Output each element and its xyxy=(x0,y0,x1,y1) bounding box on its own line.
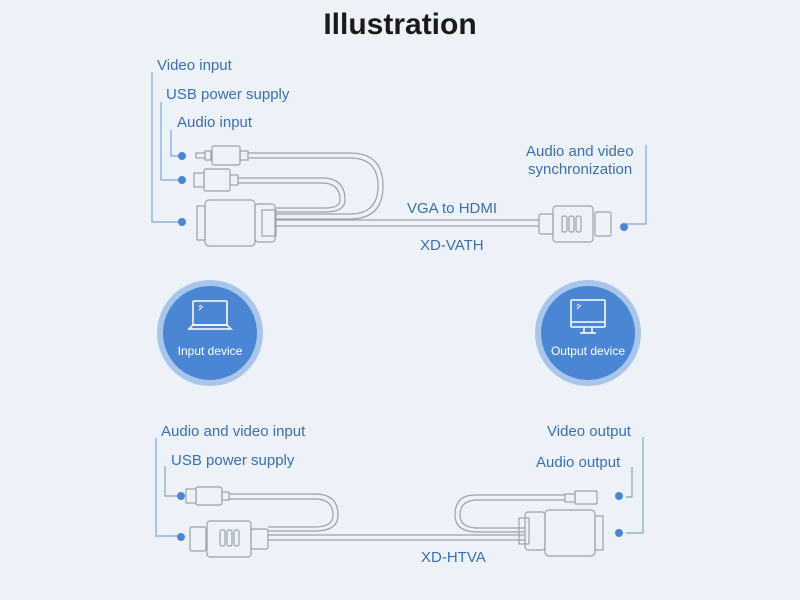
dot-audio-input xyxy=(178,152,186,160)
leader-usb-power xyxy=(160,102,178,181)
leader-av-sync xyxy=(626,145,647,225)
leader-av-input xyxy=(155,438,178,537)
audio-jack-icon xyxy=(195,145,249,166)
label-av-sync-line1: Audio and video xyxy=(526,143,634,160)
model-xd-vath: XD-VATH xyxy=(420,237,484,254)
output-device-label: Output device xyxy=(551,344,625,358)
label-av-input: Audio and video input xyxy=(161,423,306,440)
dot-video-input xyxy=(178,218,186,226)
hdmi-plug-icon xyxy=(538,205,612,243)
bottom-cable xyxy=(185,486,604,558)
audio-out-cable-path xyxy=(454,494,565,533)
bottom-dots xyxy=(177,492,623,541)
usb-plug-icon xyxy=(193,168,239,192)
hdmi-plug-icon-bottom xyxy=(189,520,269,558)
laptop-icon xyxy=(187,300,233,330)
output-device-circle: Output device xyxy=(535,280,641,386)
vga-plug-icon xyxy=(196,199,277,247)
usb-plug-icon-bottom xyxy=(185,486,230,506)
vga-plug-icon-bottom xyxy=(518,509,604,557)
audio-cable-path xyxy=(248,152,384,220)
leader-usb-power-bottom xyxy=(164,466,178,497)
input-device-circle: Input device xyxy=(157,280,263,386)
label-video-output: Video output xyxy=(547,423,631,440)
model-xd-htva: XD-HTVA xyxy=(421,549,486,566)
label-audio-output: Audio output xyxy=(536,454,621,471)
dot-audio-output xyxy=(615,492,623,500)
label-av-sync-line2: synchronization xyxy=(528,161,633,178)
dot-video-output xyxy=(615,529,623,537)
dot-usb-bottom xyxy=(177,492,185,500)
dot-av-input xyxy=(177,533,185,541)
top-dots xyxy=(178,152,628,231)
label-audio-input: Audio input xyxy=(177,114,253,131)
audio-jack-out-icon xyxy=(564,490,598,505)
bottom-leader-lines xyxy=(155,437,644,537)
leader-audio-input xyxy=(170,130,178,157)
input-device-label: Input device xyxy=(178,344,243,358)
label-usb-power-supply-bottom: USB power supply xyxy=(171,452,295,469)
dot-usb-input xyxy=(178,176,186,184)
top-cable xyxy=(193,145,612,247)
top-leader-lines xyxy=(151,72,647,225)
cable-name-vga-to-hdmi: VGA to HDMI xyxy=(407,200,498,217)
dot-av-sync xyxy=(620,223,628,231)
leader-video-output xyxy=(626,437,644,534)
label-video-input: Video input xyxy=(157,57,232,74)
leader-audio-output xyxy=(626,467,633,498)
label-usb-power-supply: USB power supply xyxy=(166,86,290,103)
monitor-icon xyxy=(570,299,606,334)
page-title: Illustration xyxy=(323,8,477,41)
leader-video-input xyxy=(151,72,178,223)
